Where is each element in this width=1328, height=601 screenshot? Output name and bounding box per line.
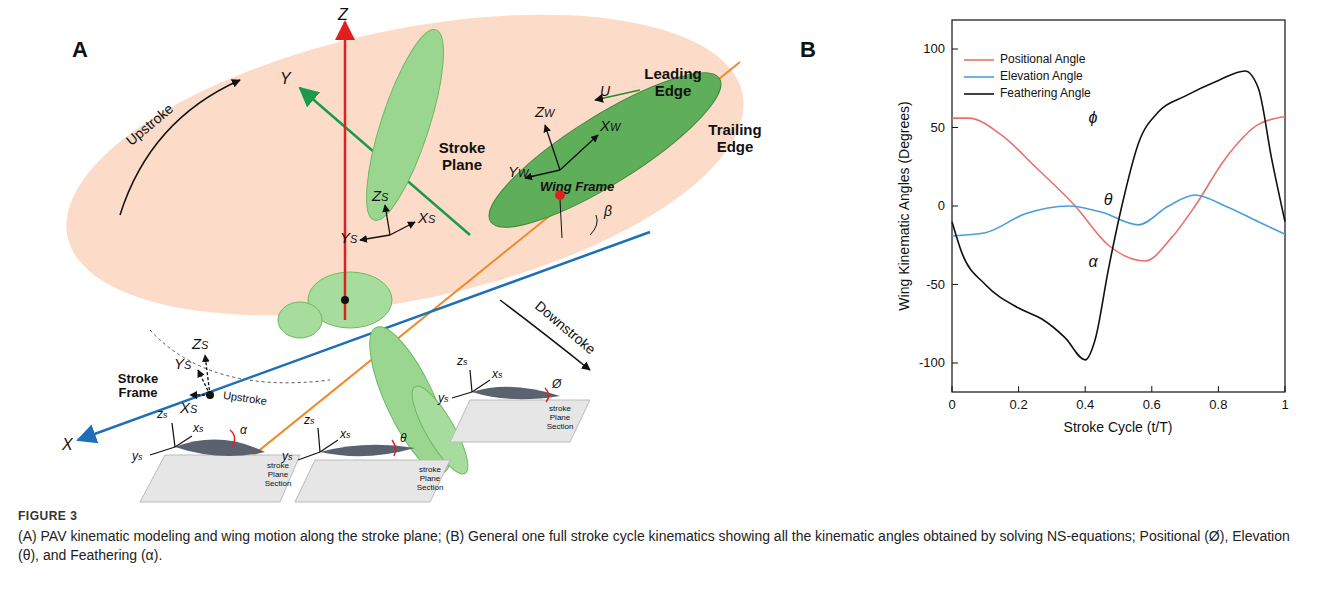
legend-text: Feathering Angle <box>1000 86 1091 100</box>
curve-label: θ <box>1104 191 1113 209</box>
beta-arc <box>590 215 597 235</box>
figure-label: Leading Edge <box>638 66 708 99</box>
figure-label: ys <box>282 450 293 463</box>
figure-label: α <box>240 424 247 437</box>
tick <box>1085 386 1086 392</box>
body-stroke-frame <box>360 205 415 240</box>
figure-label: Y <box>280 70 291 88</box>
figure-label: XW <box>600 118 620 134</box>
figure-label: θ <box>400 432 407 445</box>
dragonfly-body <box>278 22 738 482</box>
chart <box>952 20 1285 392</box>
tick <box>952 49 958 50</box>
figure-label: ys <box>438 392 449 405</box>
legend-sample <box>964 76 994 78</box>
figure-label: xs <box>492 368 503 381</box>
legend-text: Positional Angle <box>1000 52 1085 66</box>
tick <box>1218 386 1219 392</box>
figure-label: Upstroke <box>222 389 267 407</box>
axis-label: 0.4 <box>1076 398 1094 412</box>
wing-frame <box>525 125 598 178</box>
figure-label: zs <box>157 408 168 421</box>
section-inset <box>295 428 450 502</box>
data-curve <box>952 117 1285 261</box>
figure-label: stroke Plane Section <box>258 462 298 488</box>
data-curve <box>952 195 1285 236</box>
figure-label: Z <box>338 6 348 24</box>
figure-label: ZS <box>192 336 208 352</box>
figure-label: xs <box>340 428 351 441</box>
tick <box>1018 386 1019 392</box>
figure-label: YS <box>340 230 357 246</box>
figure-label: Trailing Edge <box>700 122 770 155</box>
figure-title: FIGURE 3 <box>18 509 77 523</box>
axis-label: -100 <box>919 356 945 370</box>
figure-label: stroke Plane Section <box>410 466 450 492</box>
z-axis <box>344 22 347 320</box>
axis-label: 100 <box>923 42 945 56</box>
head <box>278 302 322 338</box>
figure-label: Wing Frame <box>540 180 614 194</box>
x-axis <box>78 232 650 440</box>
curve-label: α <box>1088 253 1097 271</box>
figure-label: Ø <box>552 378 561 391</box>
axis-label: 0 <box>948 398 955 412</box>
figure-label: Stroke Plane <box>432 140 492 173</box>
figure-label: zs <box>457 355 468 368</box>
axis-label: 0 <box>938 199 945 213</box>
figure-label: ZW <box>535 104 554 120</box>
figure-label: XS <box>418 210 435 226</box>
leader-line <box>560 200 562 238</box>
tick <box>1151 386 1152 392</box>
legend-sample <box>964 59 994 61</box>
figure-label: zs <box>304 414 315 427</box>
figure-label: Stroke Frame <box>108 372 168 401</box>
axis-label: 50 <box>931 120 945 134</box>
axis-label: 0.6 <box>1143 398 1161 412</box>
figure-label: xs <box>193 422 204 435</box>
figure-label: Downstroke <box>532 298 599 357</box>
figure-label: XS <box>180 400 197 416</box>
axis-label: -50 <box>926 277 945 291</box>
data-curve <box>952 71 1285 360</box>
axis-label: Wing Kinematic Angles (Degrees) <box>897 101 912 310</box>
tick <box>952 284 958 285</box>
axis-label: Stroke Cycle (t/T) <box>1064 420 1173 435</box>
section-inset <box>140 423 300 502</box>
legend-sample <box>964 93 994 95</box>
axis-label: 0.8 <box>1209 398 1227 412</box>
figure-label: stroke Plane Section <box>540 405 580 431</box>
frame-dot <box>206 391 214 399</box>
figure-label: U <box>600 84 610 99</box>
figure-caption: (A) PAV kinematic modeling and wing moti… <box>18 527 1308 565</box>
stroke-plane <box>39 0 770 369</box>
tick <box>952 386 953 392</box>
tick <box>1285 386 1286 392</box>
figure-label: A <box>72 38 88 62</box>
wing <box>472 50 737 251</box>
stroke-frame <box>190 355 210 395</box>
legend-text: Elevation Angle <box>1000 69 1083 83</box>
figure-label: ZS <box>372 188 388 204</box>
origin-dot <box>341 296 349 304</box>
figure-label: ys <box>132 450 143 463</box>
figure-label: X <box>62 436 73 454</box>
figure-label: YS <box>174 356 191 372</box>
figure-label: B <box>800 38 816 62</box>
upstroke-arrow <box>120 80 240 215</box>
curve-label: ϕ <box>1089 109 1098 127</box>
tick <box>952 127 958 128</box>
axis-label: 0.2 <box>1010 398 1028 412</box>
figure-label: YW <box>508 164 528 180</box>
section-inset <box>450 370 590 442</box>
figure-label: β <box>604 204 612 219</box>
tick <box>952 363 958 364</box>
axis-label: 1 <box>1281 398 1288 412</box>
wing <box>351 22 458 227</box>
plot-frame <box>952 20 1285 392</box>
tick <box>952 206 958 207</box>
